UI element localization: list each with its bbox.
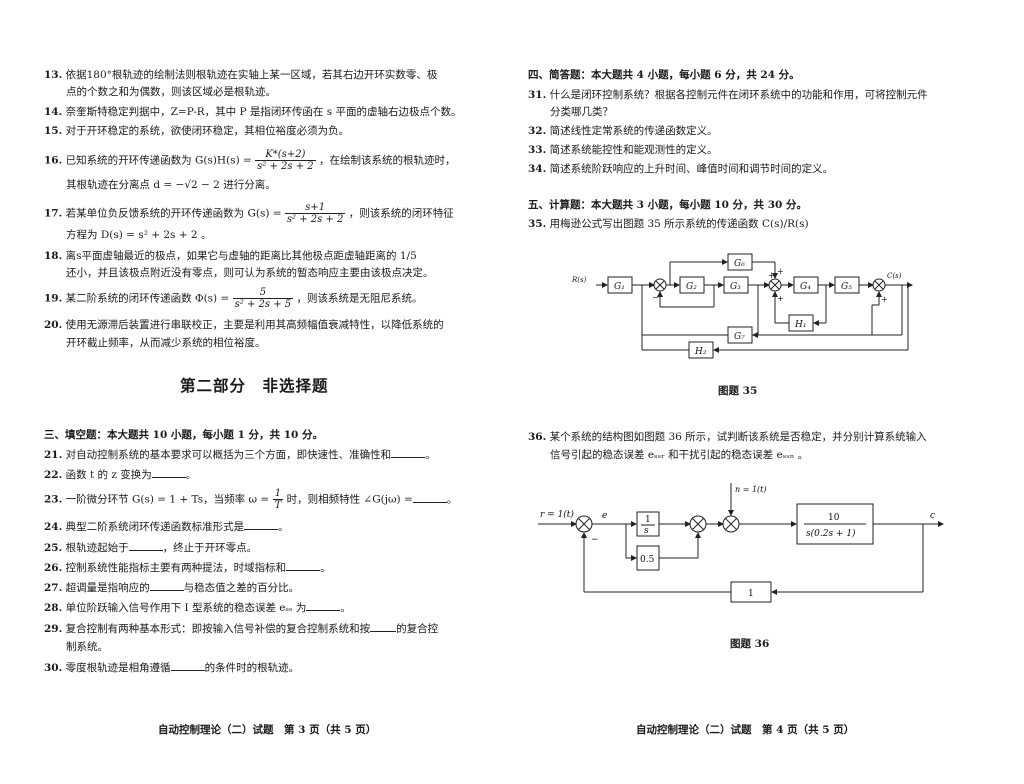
g6-label: G₆ [734,259,745,269]
question-36: 36. 某个系统的结构图如图题 36 所示，试判断该系统是否稳定，并分别计算系统… [528,431,927,443]
answer-blank [412,492,447,503]
question-35: 35. 用梅逊公式写出图题 35 所示系统的传递函数 C(s)/R(s) [528,218,809,230]
answer-blank [244,519,279,530]
question-16: 16. 已知系统的开环传递函数为 G(s)H(s) = K*(s+2)s² + … [44,149,456,172]
question-24: 24. 典型二阶系统闭环传递函数标准形式是。 [44,519,289,533]
disturbance-label: n = 1(t) [735,485,767,494]
question-30: 30. 零度根轨迹是相角遵循的条件时的根轨迹。 [44,660,300,674]
question-25: 25. 根轨迹起始于，终止于开环零点。 [44,540,258,554]
question-22: 22. 函数 t 的 z 变换为。 [44,467,197,481]
g7-label: G₇ [734,332,745,342]
block-diagram-35: R(s) C(s) G₁ G₂ G₃ G₄ G₅ G₆ G₇ H₁ H₂ + +… [572,253,913,359]
output-label: c [930,511,935,521]
h2-label: H₂ [694,347,707,357]
plant-denominator: s(0.2s + 1) [806,528,856,539]
question-14: 14. 奈奎斯特稳定判据中，Z=P-R，其中 P 是指闭环传函在 s 平面的虚轴… [44,106,462,118]
figure-36-caption: 图题 36 [730,638,770,650]
h1-label: H₁ [794,320,806,330]
output-label: C(s) [887,272,902,280]
question-29-line2: 制系统。 [66,641,108,653]
block-diagram-36: r = 1(t) e n = 1(t) c 1 s 0.5 10 s(0.2s … [538,483,944,603]
question-20-line2: 开环截止频率，从而减少系统的相位裕度。 [66,337,266,349]
svg-text:+: + [777,294,784,303]
question-18: 18. 离s平面虚轴最近的极点，如果它与虚轴的距离比其他极点距虚轴距离的 1/5 [44,250,417,262]
question-26: 26. 控制系统性能指标主要有两种提法，时域指标和。 [44,560,331,574]
g1-label: G₁ [614,282,625,292]
input-label: R(s) [572,276,587,284]
svg-text:−: − [652,293,659,302]
answer-blank [151,467,186,478]
question-31-line2: 分类哪几类？ [550,106,613,118]
answer-blank [149,580,184,591]
question-34: 34. 简述系统阶跃响应的上升时间、峰值时间和调节时间的定义。 [528,163,834,175]
answer-blank [286,560,321,571]
plant-numerator: 10 [828,513,840,523]
fraction: K*(s+2)s² + 2s + 2 [255,149,316,172]
svg-text:+: + [881,295,888,304]
integrator-denominator: s [644,526,649,536]
answer-blank [128,540,163,551]
question-29: 29. 复合控制有两种基本形式：即按输入信号补偿的复合控制系统和按的复合控 [44,621,439,635]
question-31: 31. 什么是闭环控制系统？根据各控制元件在闭环系统中的功能和作用，可将控制元件 [528,89,928,101]
svg-text:−: − [591,535,599,545]
g4-label: G₄ [800,282,811,292]
question-17-line2: 方程为 D(s) = s² + 2s + 2 。 [66,229,212,241]
question-27: 27. 超调量是指响应的与稳态值之差的百分比。 [44,580,300,594]
question-28: 28. 单位阶跃输入信号作用下 I 型系统的稳态误差 eₛₛ 为。 [44,600,351,614]
question-16-line2: 其根轨迹在分离点 d = −√2 − 2 进行分离。 [66,179,276,191]
answer-blank [391,447,426,458]
section-5-heading: 五、计算题：本大题共 3 小题，每小题 10 分，共 30 分。 [528,199,807,211]
section-3-heading: 三、填空题：本大题共 10 小题，每小题 1 分，共 10 分。 [44,429,323,441]
question-18-line2: 还小，并且该极点附近没有零点，则可认为系统的暂态响应主要由该极点决定。 [66,267,434,279]
answer-blank [306,600,341,611]
error-label: e [602,511,607,521]
answer-blank [170,660,205,671]
g5-label: G₅ [841,282,852,292]
section-4-heading: 四、简答题：本大题共 4 小题，每小题 6 分，共 24 分。 [528,69,800,81]
g3-label: G₃ [730,282,741,292]
integrator-numerator: 1 [645,515,651,525]
question-21: 21. 对自动控制系统的基本要求可以概括为三个方面，即快速性、准确性和。 [44,447,436,461]
part-two-heading: 第二部分 非选择题 [180,377,329,395]
right-page: 四、简答题：本大题共 4 小题，每小题 6 分，共 24 分。 31. 什么是闭… [512,0,1024,784]
g2-label: G₂ [686,282,697,292]
question-20: 20. 使用无源滞后装置进行串联校正，主要是利用其高频幅值衰减特性，以降低系统的 [44,319,444,331]
left-footer: 自动控制理论（二）试题 第 3 页（共 5 页） [158,724,377,736]
gain-label: 0.5 [640,555,655,565]
question-13-line2: 点的个数之和为偶数，则该区域必是根轨迹。 [66,86,276,98]
answer-blank [370,621,397,632]
question-32: 32. 简述线性定常系统的传递函数定义。 [528,125,718,137]
question-15: 15. 对于开环稳定的系统，欲使闭环稳定，其相位裕度必须为负。 [44,125,350,137]
svg-text:+: + [768,271,775,280]
question-36-line2: 信号引起的稳态误差 eₛₛᵣ 和干扰引起的稳态误差 eₛₛₙ 。 [550,449,809,461]
question-13: 13. 依据180°根轨迹的绘制法则根轨迹在实轴上某一区域，若其右边开环实数零、… [44,69,438,81]
input-label: r = 1(t) [540,509,574,520]
left-page: 13. 依据180°根轨迹的绘制法则根轨迹在实轴上某一区域，若其右边开环实数零、… [44,69,462,736]
figure-35-caption: 图题 35 [718,385,758,397]
svg-text:+: + [777,267,784,276]
question-33: 33. 简述系统能控性和能观测性的定义。 [528,144,718,156]
feedback-gain-label: 1 [748,589,754,599]
right-footer: 自动控制理论（二）试题 第 4 页（共 5 页） [636,724,855,736]
